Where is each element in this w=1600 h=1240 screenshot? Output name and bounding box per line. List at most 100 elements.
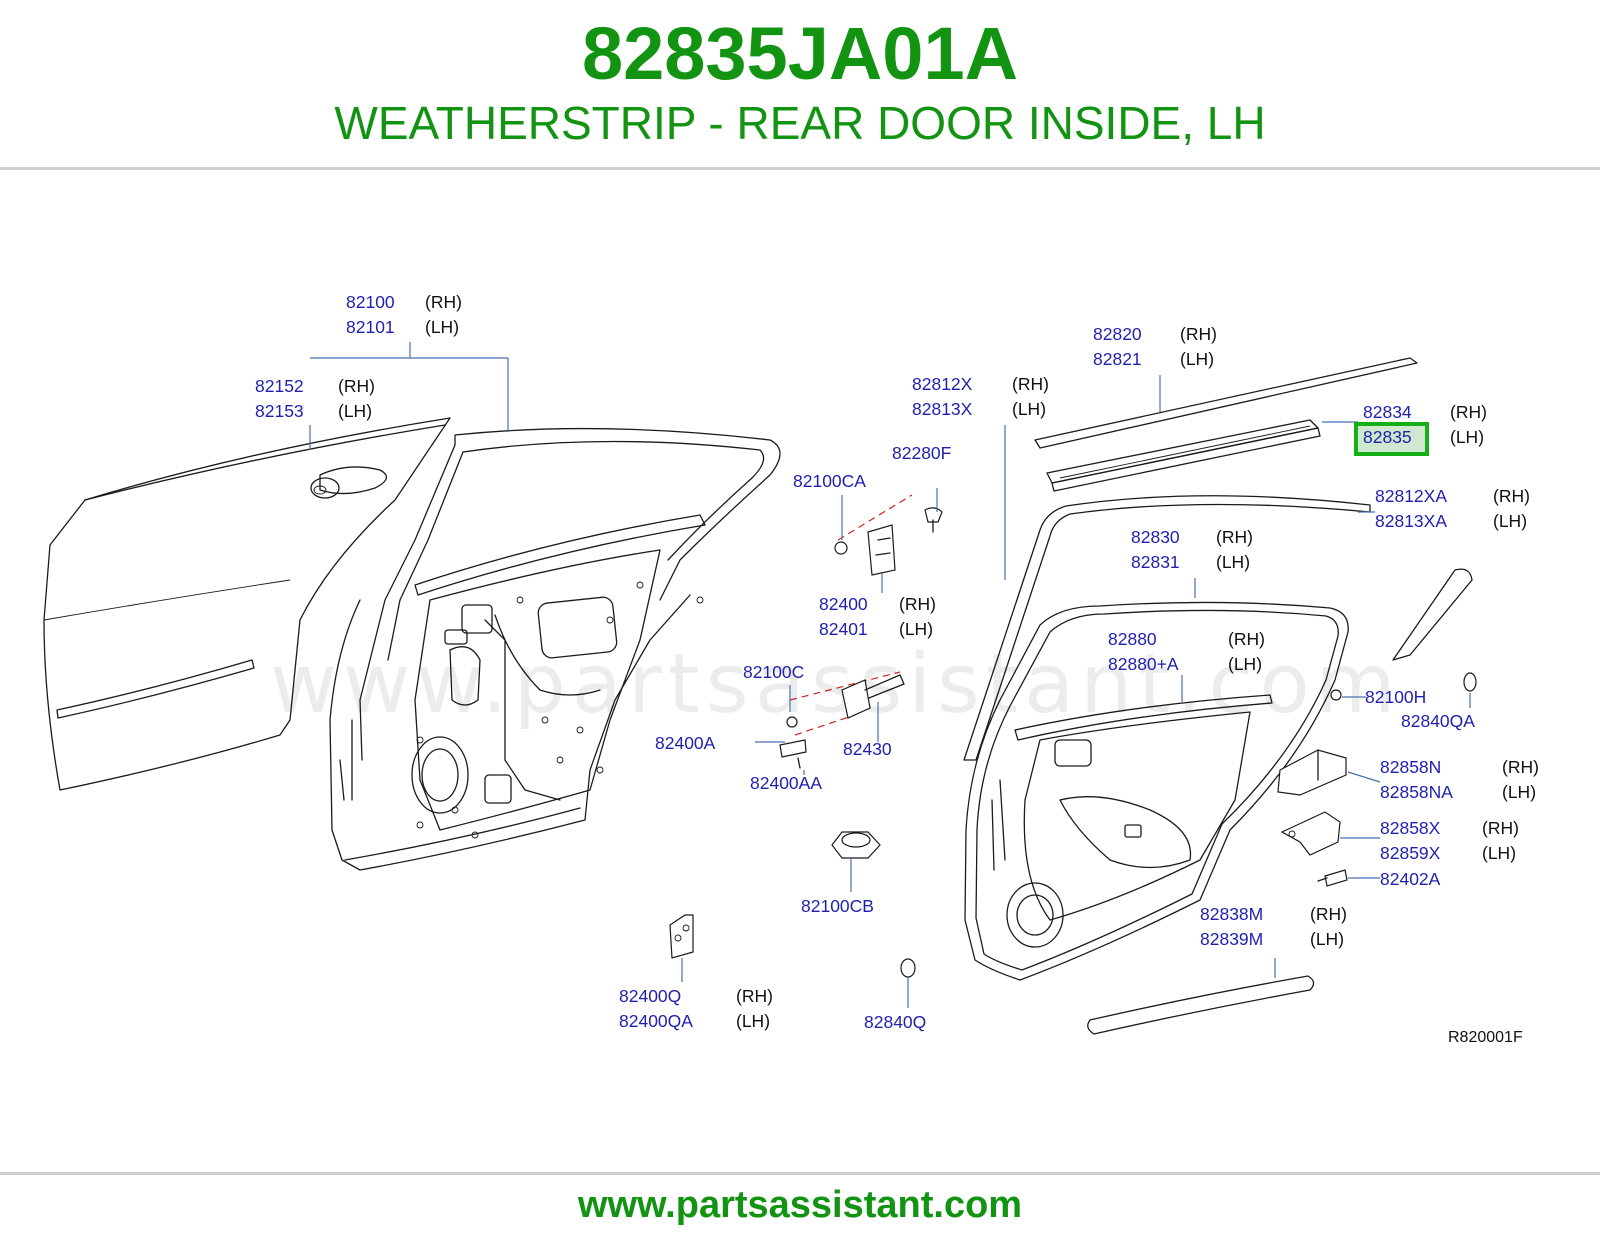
callout-82100[interactable]: 82100 (RH) 82101 (LH)	[346, 292, 462, 337]
callout-82100cb[interactable]: 82100CB	[801, 896, 874, 916]
part-label[interactable]: 82858X	[1380, 818, 1441, 838]
side-label: (RH)	[736, 986, 773, 1006]
bracket-82858x-drawing	[1280, 811, 1341, 856]
side-label: (LH)	[338, 401, 372, 421]
bolt-82402a-drawing	[1317, 869, 1348, 887]
watermark-text: www.partsassistant.com	[270, 637, 1402, 732]
rear-door-inner-drawing	[964, 601, 1349, 981]
side-label: (LH)	[425, 317, 459, 337]
seal-82838m-drawing	[1087, 975, 1315, 1035]
callout-82880[interactable]: 82880 (RH) 82880+A (LH)	[1108, 629, 1265, 674]
part-label[interactable]: 82880	[1108, 629, 1157, 649]
part-label[interactable]: 82401	[819, 619, 868, 639]
side-label: (LH)	[1502, 782, 1536, 802]
part-label[interactable]: 82100CB	[801, 896, 874, 916]
part-label[interactable]: 82400	[819, 594, 868, 614]
side-label: (RH)	[1216, 527, 1253, 547]
part-label[interactable]: 82812X	[912, 374, 973, 394]
part-label[interactable]: 82400AA	[750, 773, 822, 793]
callout-82100ca[interactable]: 82100CA	[793, 471, 866, 491]
callout-82830[interactable]: 82830 (RH) 82831 (LH)	[1131, 527, 1253, 572]
part-label[interactable]: 82100H	[1365, 687, 1426, 707]
callout-82858n[interactable]: 82858N (RH) 82858NA (LH)	[1380, 757, 1539, 802]
part-label[interactable]: 82840QA	[1401, 711, 1475, 731]
side-label: (LH)	[1228, 654, 1262, 674]
header-divider	[0, 167, 1600, 170]
part-label[interactable]: 82153	[255, 401, 304, 421]
part-label[interactable]: 82280F	[892, 443, 951, 463]
part-label[interactable]: 82840Q	[864, 1012, 926, 1032]
part-label[interactable]: 82100	[346, 292, 395, 312]
side-label: (LH)	[1493, 511, 1527, 531]
footer-url-link[interactable]: www.partsassistant.com	[577, 1184, 1023, 1226]
callout-82100c[interactable]: 82100C	[743, 662, 804, 682]
side-label: (RH)	[1228, 629, 1265, 649]
callout-82834[interactable]: 82834 (RH) 82835 (LH)	[1363, 402, 1487, 447]
callout-82820[interactable]: 82820 (RH) 82821 (LH)	[1093, 324, 1217, 369]
side-label: (LH)	[1482, 843, 1516, 863]
callout-82152[interactable]: 82152 (RH) 82153 (LH)	[255, 376, 375, 421]
callout-82402a[interactable]: 82402A	[1380, 869, 1441, 889]
part-label[interactable]: 82839M	[1200, 929, 1263, 949]
inner-weatherstrip-82834-drawing	[1046, 419, 1321, 492]
callout-82858x[interactable]: 82858X (RH) 82859X (LH)	[1380, 818, 1519, 863]
callout-82840qa[interactable]: 82840QA	[1401, 711, 1475, 731]
front-door-drawing	[43, 417, 451, 791]
part-label[interactable]: 82430	[843, 739, 892, 759]
part-label[interactable]: 82830	[1131, 527, 1180, 547]
nut-cap-drawing	[831, 831, 881, 859]
part-label[interactable]: 82880+A	[1108, 654, 1179, 674]
part-label[interactable]: 82812XA	[1375, 486, 1447, 506]
part-label[interactable]: 82821	[1093, 349, 1142, 369]
side-label: (RH)	[425, 292, 462, 312]
side-label: (LH)	[899, 619, 933, 639]
callout-82280f[interactable]: 82280F	[892, 443, 951, 463]
callout-82838m[interactable]: 82838M (RH) 82839M (LH)	[1200, 904, 1347, 949]
part-label[interactable]: 82101	[346, 317, 395, 337]
part-label[interactable]: 82402A	[1380, 869, 1441, 889]
callout-82400q[interactable]: 82400Q (RH) 82400QA (LH)	[619, 986, 773, 1031]
part-label[interactable]: 82400Q	[619, 986, 681, 1006]
side-label: (LH)	[1180, 349, 1214, 369]
part-label[interactable]: 82858NA	[1380, 782, 1453, 802]
lower-hinge-drawing	[669, 914, 694, 959]
outer-trim-82812xa-drawing	[1392, 568, 1473, 661]
part-label[interactable]: 82100C	[743, 662, 804, 682]
highlight-box	[1354, 422, 1429, 456]
callout-82400aa[interactable]: 82400AA	[750, 773, 822, 793]
side-label: (RH)	[1450, 402, 1487, 422]
callout-82430[interactable]: 82430	[843, 739, 892, 759]
part-label[interactable]: 82831	[1131, 552, 1180, 572]
part-number-title: 82835JA01A	[581, 12, 1019, 95]
callout-82400[interactable]: 82400 (RH) 82401 (LH)	[819, 594, 936, 639]
door-checker-drawing	[779, 671, 905, 769]
part-label[interactable]: 82813X	[912, 399, 973, 419]
side-label: (RH)	[1180, 324, 1217, 344]
callout-82100h[interactable]: 82100H	[1365, 687, 1426, 707]
callout-82812x[interactable]: 82812X (RH) 82813X (LH)	[912, 374, 1049, 419]
side-label: (RH)	[899, 594, 936, 614]
plug-82840qa-drawing	[1463, 672, 1477, 692]
part-label[interactable]: 82100CA	[793, 471, 866, 491]
outer-moulding-82820-drawing	[1034, 357, 1418, 449]
leader-lines	[309, 342, 1471, 1008]
part-label[interactable]: 82820	[1093, 324, 1142, 344]
callout-82812xa[interactable]: 82812XA (RH) 82813XA (LH)	[1375, 486, 1530, 531]
reference-code: R820001F	[1448, 1029, 1523, 1046]
part-label[interactable]: 82859X	[1380, 843, 1441, 863]
part-label[interactable]: 82152	[255, 376, 304, 396]
header: 82835JA01A WEATHERSTRIP - REAR DOOR INSI…	[0, 0, 1600, 168]
side-label: (RH)	[1493, 486, 1530, 506]
part-label[interactable]: 82834	[1363, 402, 1412, 422]
part-label[interactable]: 82400QA	[619, 1011, 693, 1031]
part-label[interactable]: 82813XA	[1375, 511, 1447, 531]
callout-82840q[interactable]: 82840Q	[864, 1012, 926, 1032]
part-label[interactable]: 82838M	[1200, 904, 1263, 924]
highlighted-part-label[interactable]: 82835	[1363, 427, 1412, 447]
callout-82400a[interactable]: 82400A	[655, 733, 716, 753]
part-label[interactable]: 82858N	[1380, 757, 1441, 777]
part-label[interactable]: 82400A	[655, 733, 716, 753]
side-label: (RH)	[1502, 757, 1539, 777]
part-description: WEATHERSTRIP - REAR DOOR INSIDE, LH	[334, 97, 1266, 149]
